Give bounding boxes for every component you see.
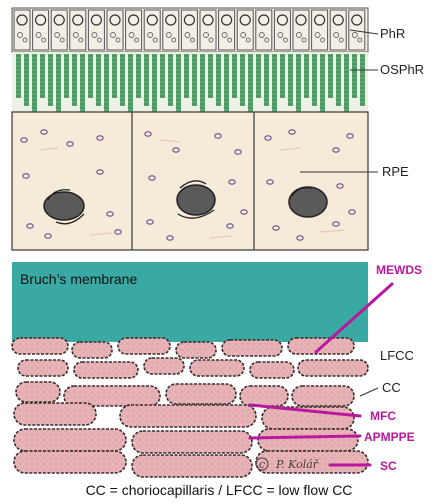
choroid-vessel — [250, 362, 294, 378]
rpe-layer — [12, 112, 368, 250]
osphr-label: OSPhR — [380, 62, 424, 77]
outer-segment-layer — [12, 52, 368, 114]
choroid-layer — [12, 338, 368, 477]
choroid-vessel — [74, 362, 138, 378]
rpe-label: RPE — [382, 164, 409, 179]
choroid-vessel — [176, 342, 216, 358]
choroid-vessel — [14, 429, 126, 451]
cc-leader-line — [360, 388, 378, 396]
svg-text:c: c — [259, 458, 265, 471]
rpe-nucleus — [289, 187, 327, 217]
choroid-vessel — [14, 403, 96, 425]
apmppe-marker-line — [250, 436, 360, 438]
choroid-vessels — [12, 338, 368, 477]
choroid-vessel — [132, 431, 252, 453]
choroid-vessel — [292, 386, 354, 406]
sc-label: SC — [380, 459, 397, 473]
choroid-vessel — [298, 360, 368, 376]
choroid-vessel — [222, 340, 282, 356]
choroid-vessel — [12, 338, 68, 354]
cc-label: CC — [382, 380, 401, 395]
choroid-vessel — [16, 382, 60, 402]
signature-text: P. Kolář — [275, 458, 319, 471]
choroid-vessel — [166, 384, 236, 404]
choroid-vessel — [240, 386, 288, 406]
choroid-vessel — [72, 342, 112, 358]
bruch-membrane-label: Bruch’s membrane — [20, 271, 137, 287]
mfc-label: MFC — [370, 409, 396, 423]
choroid-vessel — [144, 358, 184, 374]
choroid-vessel — [14, 451, 126, 473]
caption: CC = choriocapillaris / LFCC = low flow … — [0, 482, 438, 498]
apmppe-label: APMPPE — [364, 430, 415, 444]
photoreceptor-layer — [12, 8, 368, 52]
choroid-vessel — [258, 429, 358, 451]
mewds-label: MEWDS — [376, 263, 422, 277]
choroid-vessel — [190, 360, 244, 376]
phr-label: PhR — [380, 26, 405, 41]
choroid-vessel — [118, 338, 170, 354]
lfcc-label: LFCC — [380, 348, 414, 363]
choroid-vessel — [18, 360, 68, 376]
choroid-vessel — [120, 405, 256, 427]
choroid-vessel — [132, 455, 252, 477]
